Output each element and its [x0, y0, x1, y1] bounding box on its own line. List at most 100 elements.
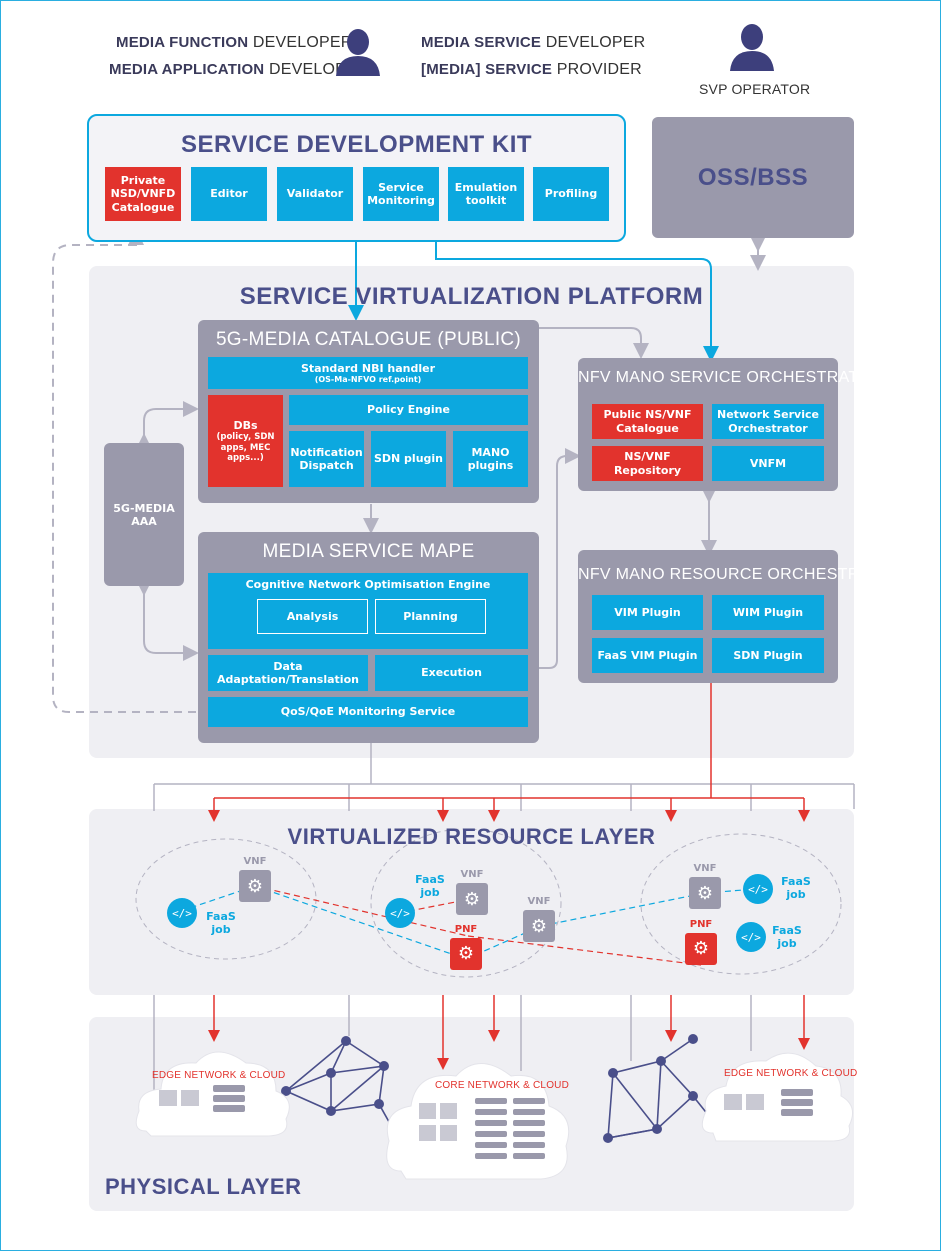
role-svp-operator: SVP OPERATOR [699, 81, 811, 97]
switch-icon [724, 1094, 742, 1110]
qos-monitoring[interactable]: QoS/QoE Monitoring Service [208, 697, 528, 727]
server-icon [213, 1105, 245, 1112]
job-word: job [211, 922, 231, 936]
notification-dispatch[interactable]: Notification Dispatch [289, 431, 364, 487]
server-icon [475, 1120, 507, 1126]
profiling[interactable]: Profiling [533, 167, 609, 221]
pnf-label-1: PNF [454, 924, 478, 935]
ns-vnf-repository[interactable]: NS/VNF Repository [592, 446, 703, 481]
vnf-gear-icon-2[interactable]: ⚙ [456, 883, 488, 915]
nbi-handler[interactable]: Standard NBI handler (OS-Ma-NFVO ref.poi… [208, 357, 528, 389]
sdk-title: SERVICE DEVELOPMENT KIT [180, 131, 533, 158]
faas-word: FaaS [781, 875, 811, 888]
dbs-subtitle: (policy, SDN apps, MEC apps...) [216, 432, 275, 463]
vnf-label-4: VNF [693, 863, 717, 874]
oss-bss-title: OSS/BSS [697, 164, 809, 191]
emulation-toolkit[interactable]: Emulation toolkit [448, 167, 524, 221]
validator[interactable]: Validator [277, 167, 353, 221]
physical-layer-title: PHYSICAL LAYER [105, 1174, 302, 1199]
nfv-service-title: NFV MANO SERVICE ORCHESTRATION [578, 369, 888, 386]
public-catalogue[interactable]: Public NS/VNF Catalogue [592, 404, 703, 439]
vnf-label-2: VNF [460, 869, 484, 880]
sdn-resource-plugin[interactable]: SDN Plugin [712, 638, 824, 673]
vnf-gear-icon-3[interactable]: ⚙ [523, 910, 555, 942]
server-icon [513, 1120, 545, 1126]
vim-plugin[interactable]: VIM Plugin [592, 595, 703, 630]
operator-person-icon [730, 24, 774, 71]
faas-code-icon-1[interactable]: </> [167, 898, 197, 928]
nbi-handler-label: Standard NBI handler [301, 361, 435, 375]
job-word: job [777, 936, 797, 950]
vnf-label-1: VNF [243, 856, 267, 867]
faas-vim-plugin[interactable]: FaaS VIM Plugin [592, 638, 703, 673]
network-service-orchestrator[interactable]: Network Service Orchestrator [712, 404, 824, 439]
pnf-gear-icon-2[interactable]: ⚙ [685, 933, 717, 965]
execution[interactable]: Execution [375, 655, 528, 691]
server-icon [513, 1098, 545, 1104]
service-monitoring[interactable]: Service Monitoring [363, 167, 439, 221]
core-label: CORE NETWORK & CLOUD [435, 1080, 570, 1091]
switch-icon [440, 1103, 457, 1119]
pnf-gear-icon-1[interactable]: ⚙ [450, 938, 482, 970]
server-icon [475, 1142, 507, 1148]
faas-code-icon-2[interactable]: </> [385, 898, 415, 928]
planning[interactable]: Planning [375, 599, 486, 634]
nbi-handler-subtitle: (OS-Ma-NFVO ref.point) [314, 374, 422, 384]
oss-bss-box[interactable] [652, 117, 854, 238]
role-media-service-developer: MEDIA SERVICE DEVELOPER [421, 34, 646, 51]
switch-icon [440, 1125, 457, 1141]
analysis[interactable]: Analysis [257, 599, 368, 634]
server-icon [475, 1098, 507, 1104]
mano-plugins[interactable]: MANO plugins [453, 431, 528, 487]
server-icon [781, 1089, 813, 1096]
cognitive-engine[interactable] [208, 573, 528, 649]
cognitive-engine-label: Cognitive Network Optimisation Engine [245, 578, 491, 591]
vnfm[interactable]: VNFM [712, 446, 824, 481]
job-word: job [786, 887, 806, 901]
server-icon [513, 1142, 545, 1148]
aaa-box[interactable]: 5G-MEDIA AAA [104, 443, 184, 586]
faas-word: FaaS [415, 873, 445, 886]
vnf-gear-icon-4[interactable]: ⚙ [689, 877, 721, 909]
dbs-title: DBs [233, 419, 258, 433]
role-media-function-developer: MEDIA FUNCTION DEVELOPER [116, 34, 353, 51]
edge-left-label: EDGE NETWORK & CLOUD [152, 1070, 286, 1081]
vrl-title: VIRTUALIZED RESOURCE LAYER [287, 824, 656, 849]
faas-word: FaaS [772, 924, 802, 937]
switch-icon [159, 1090, 177, 1106]
server-icon [475, 1153, 507, 1159]
role-service-provider: [MEDIA] SERVICE PROVIDER [421, 61, 642, 78]
vnf-gear-icon-1[interactable]: ⚙ [239, 870, 271, 902]
faas-word: FaaS [206, 910, 236, 923]
pnf-label-2: PNF [689, 919, 713, 930]
policy-engine[interactable]: Policy Engine [289, 395, 528, 425]
server-icon [213, 1095, 245, 1102]
server-icon [781, 1109, 813, 1116]
private-catalogue[interactable]: Private NSD/VNFD Catalogue [105, 167, 181, 221]
job-word: job [420, 885, 440, 899]
aaa-label: 5G-MEDIA AAA [113, 501, 175, 528]
faas-code-icon-3[interactable]: </> [743, 874, 773, 904]
server-icon [513, 1153, 545, 1159]
server-icon [475, 1109, 507, 1115]
svp-title: SERVICE VIRTUALIZATION PLATFORM [239, 283, 704, 310]
faas-code-icon-4[interactable]: </> [736, 922, 766, 952]
catalogue-title: 5G-MEDIA CATALOGUE (PUBLIC) [215, 329, 522, 350]
server-icon [475, 1131, 507, 1137]
wim-plugin[interactable]: WIM Plugin [712, 595, 824, 630]
sdn-plugin[interactable]: SDN plugin [371, 431, 446, 487]
switch-icon [419, 1125, 436, 1141]
dbs[interactable]: DBs (policy, SDN apps, MEC apps...) [208, 395, 283, 487]
data-adaptation[interactable]: Data Adaptation/Translation [208, 655, 368, 691]
editor[interactable]: Editor [191, 167, 267, 221]
switch-icon [419, 1103, 436, 1119]
server-icon [513, 1109, 545, 1115]
mape-title: MEDIA SERVICE MAPE [262, 541, 475, 562]
switch-icon [746, 1094, 764, 1110]
server-icon [513, 1131, 545, 1137]
